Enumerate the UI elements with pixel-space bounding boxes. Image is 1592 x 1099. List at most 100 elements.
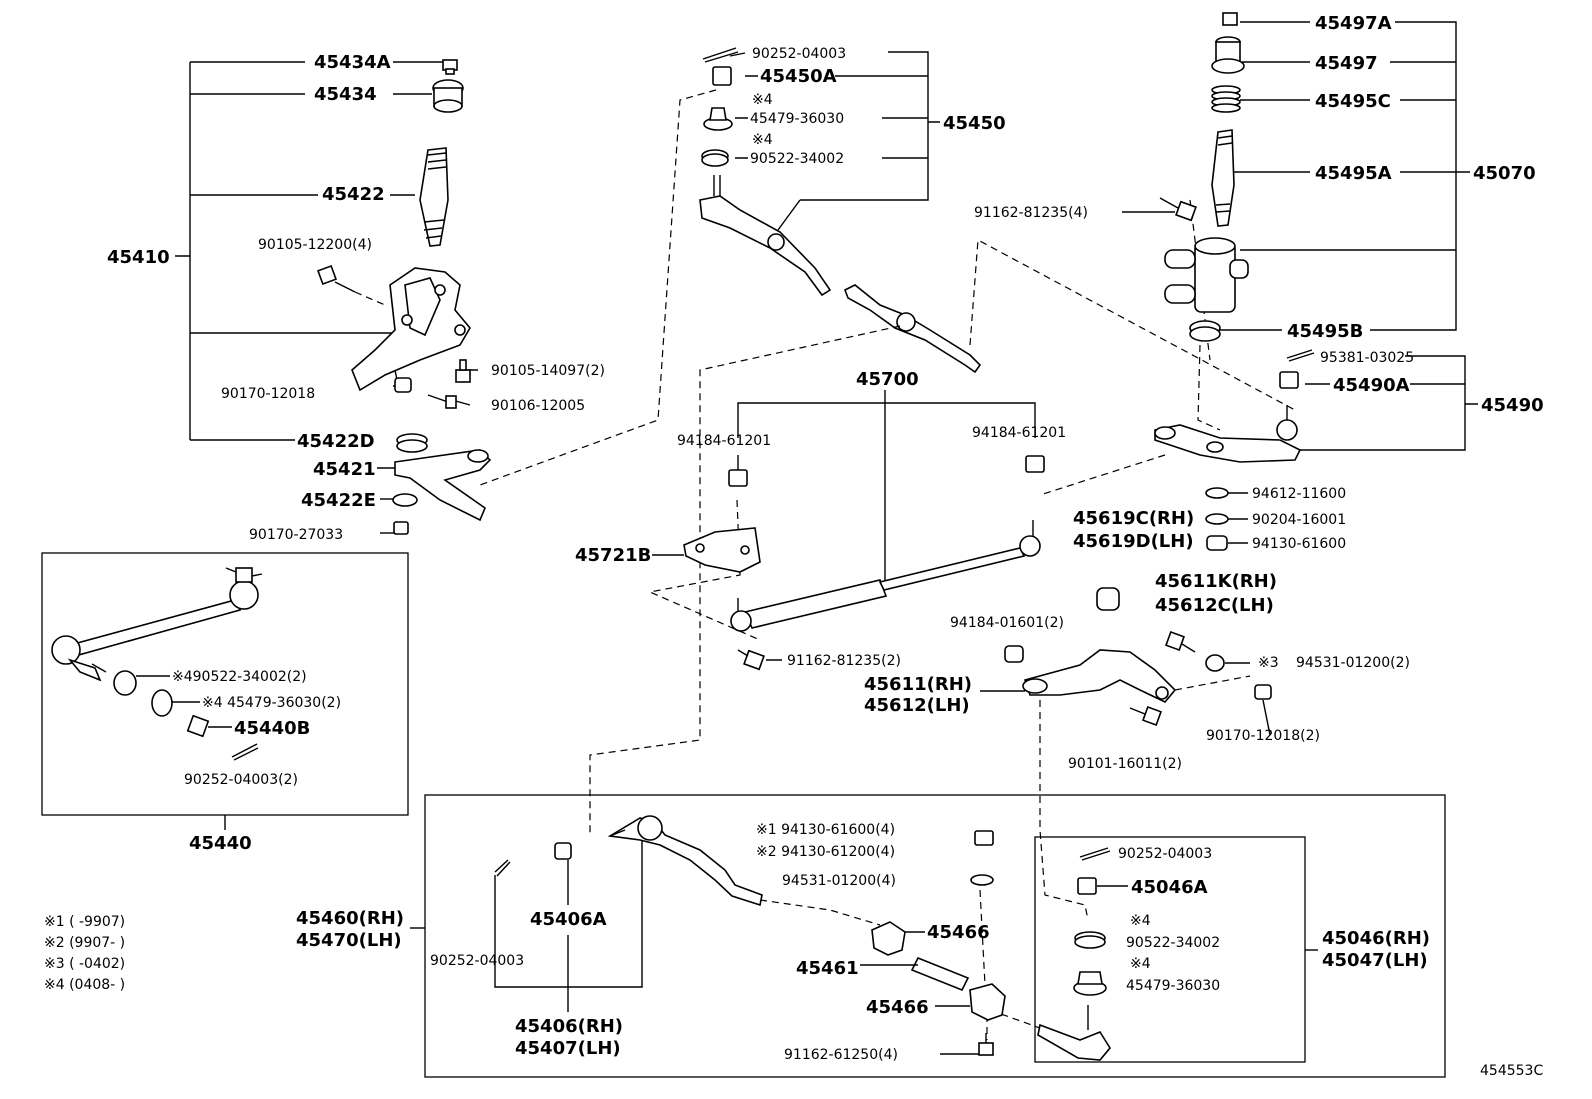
label-45466-b: 45466 xyxy=(866,997,929,1018)
bracket-45410-leaders xyxy=(175,61,478,441)
part-45461-sleeve xyxy=(860,956,970,992)
part-91162-61250-bolt xyxy=(940,1033,994,1056)
label-45046A: 45046A xyxy=(1131,877,1208,898)
part-95381-03025-pin xyxy=(1286,349,1315,362)
group-box-45460 xyxy=(424,794,1446,1078)
label-45495C: 45495C xyxy=(1315,91,1391,112)
part-94130-nut-washer xyxy=(970,830,994,886)
part-45490-arm xyxy=(1154,405,1302,463)
label-45046: 45046(RH) xyxy=(1322,928,1430,949)
part-45497-plug xyxy=(1211,36,1245,74)
part-45070-idler-body xyxy=(1164,237,1249,313)
part-91162-81235-bolt-mid xyxy=(737,649,782,671)
label-45047: 45047(LH) xyxy=(1322,950,1428,971)
label-94130-61600-right: 94130-61600 xyxy=(1252,536,1346,552)
part-45434A-cap-bolt xyxy=(442,59,458,75)
footnote-2: ※2 (9907- ) xyxy=(44,935,125,951)
parts-idler-washers xyxy=(1205,487,1248,551)
part-90170-27033-nut xyxy=(380,521,409,535)
part-45422E-spacer xyxy=(380,493,418,507)
label-91162-61250: 91162-61250(4) xyxy=(784,1047,898,1063)
label-note3: ※3 xyxy=(1258,655,1279,671)
label-note4-b: ※4 xyxy=(752,132,773,148)
label-45612C: 45612C(LH) xyxy=(1155,595,1274,616)
label-90252-04003-right: 90252-04003 xyxy=(1118,846,1212,862)
part-45700-damper xyxy=(730,520,1041,632)
label-45495B: 45495B xyxy=(1287,321,1363,342)
footnote-1: ※1 ( -9907) xyxy=(44,914,125,930)
label-90522-34002-top: 90522-34002 xyxy=(750,151,844,167)
label-90170-12018-2: 90170-12018(2) xyxy=(1206,728,1320,744)
label-45466-a: 45466 xyxy=(927,922,990,943)
part-45422D-washer xyxy=(396,433,428,453)
part-90170-12018-nut xyxy=(394,377,412,393)
label-91162-81235-top: 91162-81235(4) xyxy=(974,205,1088,221)
part-90522-34002-seal-top xyxy=(701,149,729,167)
part-45440B-nut xyxy=(186,714,232,738)
part-45422-shaft xyxy=(419,147,449,247)
part-91162-81235-bolt-top xyxy=(1122,197,1197,222)
label-45440B: 45440B xyxy=(234,718,310,739)
part-45619-bushing xyxy=(1096,587,1120,611)
leaders-45700 xyxy=(737,390,1036,580)
label-45070: 45070 xyxy=(1473,163,1536,184)
part-90252-04003-cotter-pin xyxy=(702,47,739,63)
part-45466-clamp-b xyxy=(935,983,1006,1021)
label-45461: 45461 xyxy=(796,958,859,979)
part-94184-61201-nut-left xyxy=(728,455,748,487)
leaders-45490 xyxy=(1300,355,1478,451)
label-94184-61201-left: 94184-61201 xyxy=(677,433,771,449)
part-90105-12200-bolt xyxy=(317,265,386,306)
part-45611K-bolt xyxy=(1165,631,1196,653)
label-45619D: 45619D(LH) xyxy=(1073,531,1194,552)
part-45479-36030-cap xyxy=(151,689,200,717)
label-90522-34002-2: ※490522-34002(2) xyxy=(172,669,307,685)
label-45611K: 45611K(RH) xyxy=(1155,571,1277,592)
label-94612-11600: 94612-11600 xyxy=(1252,486,1346,502)
label-45611: 45611(RH) xyxy=(864,674,972,695)
label-45612: 45612(LH) xyxy=(864,695,970,716)
part-45046A-nut xyxy=(1077,877,1128,895)
label-94531-01200-4: 94531-01200(4) xyxy=(782,873,896,889)
label-45495A: 45495A xyxy=(1315,163,1392,184)
label-45422E: 45422E xyxy=(301,490,376,511)
label-45497: 45497 xyxy=(1315,53,1378,74)
part-90522-34002-seal-r xyxy=(1074,931,1106,949)
part-94531-01200-washer xyxy=(1205,654,1250,672)
part-45479-36030-cap-top xyxy=(703,107,733,131)
part-90170-12018-nut-2 xyxy=(1254,684,1272,736)
part-45497A-cap xyxy=(1222,12,1238,26)
part-94184-61201-nut-right xyxy=(1025,455,1045,473)
label-94130-61600-4: ※1 94130-61600(4) xyxy=(756,822,895,838)
part-45434-plug xyxy=(432,79,464,113)
label-94531-01200-2: 94531-01200(2) xyxy=(1296,655,1410,671)
part-45466-clamp-a xyxy=(871,921,925,956)
label-45434A: 45434A xyxy=(314,52,391,73)
part-45495B-bushing xyxy=(1189,320,1221,342)
label-90252-04003-top: 90252-04003 xyxy=(752,46,846,62)
label-95381-03025: 95381-03025 xyxy=(1320,350,1414,366)
label-90105-12200: 90105-12200(4) xyxy=(258,237,372,253)
part-90522-34002-seal xyxy=(113,670,170,696)
part-45450-tie-rod xyxy=(699,175,982,374)
label-45434: 45434 xyxy=(314,84,377,105)
part-45460-tie-rod xyxy=(607,815,763,907)
label-45700: 45700 xyxy=(856,369,919,390)
part-45410-bracket xyxy=(351,267,471,392)
part-90101-16011-bolt xyxy=(1129,706,1162,726)
part-45495A-shaft xyxy=(1211,129,1235,227)
part-90105-14097-bolt xyxy=(455,359,471,383)
part-45421-arm xyxy=(377,449,492,522)
part-45495C-spring xyxy=(1211,85,1241,113)
label-45490A: 45490A xyxy=(1333,375,1410,396)
label-94184-61201-right: 94184-61201 xyxy=(972,425,1066,441)
label-45410: 45410 xyxy=(107,247,170,268)
label-91162-81235-mid: 91162-81235(2) xyxy=(787,653,901,669)
label-note4-a: ※4 xyxy=(752,92,773,108)
part-90252-04003-pin xyxy=(231,743,259,761)
label-45422: 45422 xyxy=(322,184,385,205)
label-90106-12005: 90106-12005 xyxy=(491,398,585,414)
label-94184-01601: 94184-01601(2) xyxy=(950,615,1064,631)
label-45497A: 45497A xyxy=(1315,13,1392,34)
